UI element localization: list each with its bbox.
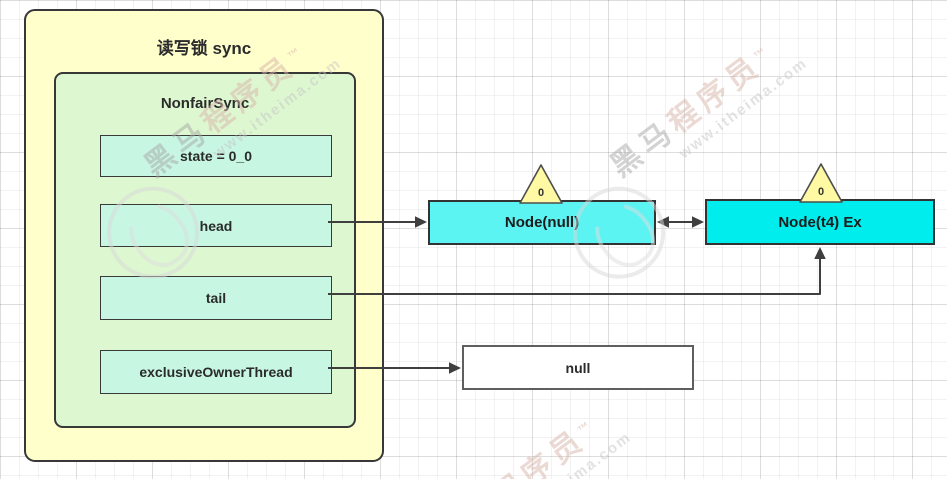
head-pointer-arrowhead	[415, 216, 427, 228]
nonfairsync-box: NonfairSync state = 0_0 head tail exclus…	[54, 72, 356, 428]
field-head: head	[100, 204, 332, 247]
nonfairsync-title: NonfairSync	[160, 95, 250, 112]
node-link-arrowhead-right	[692, 216, 704, 228]
wait-status-badge-t4: 0	[798, 161, 844, 205]
wait-status-value: 0	[817, 186, 825, 198]
queue-node-t4: Node(t4) Ex	[705, 199, 935, 245]
watermark-site: www.itheima.com	[500, 429, 635, 479]
field-exclusive-owner-thread: exclusiveOwnerThread	[100, 350, 332, 394]
wait-status-badge-head: 0	[518, 162, 564, 206]
node-link-arrowhead-left	[657, 216, 669, 228]
tail-pointer-arrow	[328, 257, 821, 295]
tail-pointer-arrowhead	[814, 247, 826, 259]
trademark-symbol: ™	[750, 44, 769, 64]
owner-pointer-arrowhead	[449, 362, 461, 374]
warning-triangle-icon	[799, 163, 843, 203]
watermark-brand: 黑马	[604, 113, 683, 184]
warning-triangle-icon	[519, 164, 563, 204]
watermark: 黑马程序员™ www.itheima.com	[554, 19, 811, 298]
field-tail: tail	[100, 276, 332, 320]
owner-null-box: null	[462, 345, 694, 390]
field-state: state = 0_0	[100, 135, 332, 177]
watermark: 黑马程序员™ www.itheima.com	[423, 393, 635, 479]
sync-group-title: 读写锁 sync	[156, 39, 252, 58]
watermark-site: www.itheima.com	[675, 54, 811, 163]
queue-node-head: Node(null)	[428, 200, 656, 245]
trademark-symbol: ™	[574, 418, 593, 438]
wait-status-value: 0	[537, 187, 545, 199]
sync-group-box: 读写锁 sync NonfairSync state = 0_0 head ta…	[24, 9, 384, 462]
